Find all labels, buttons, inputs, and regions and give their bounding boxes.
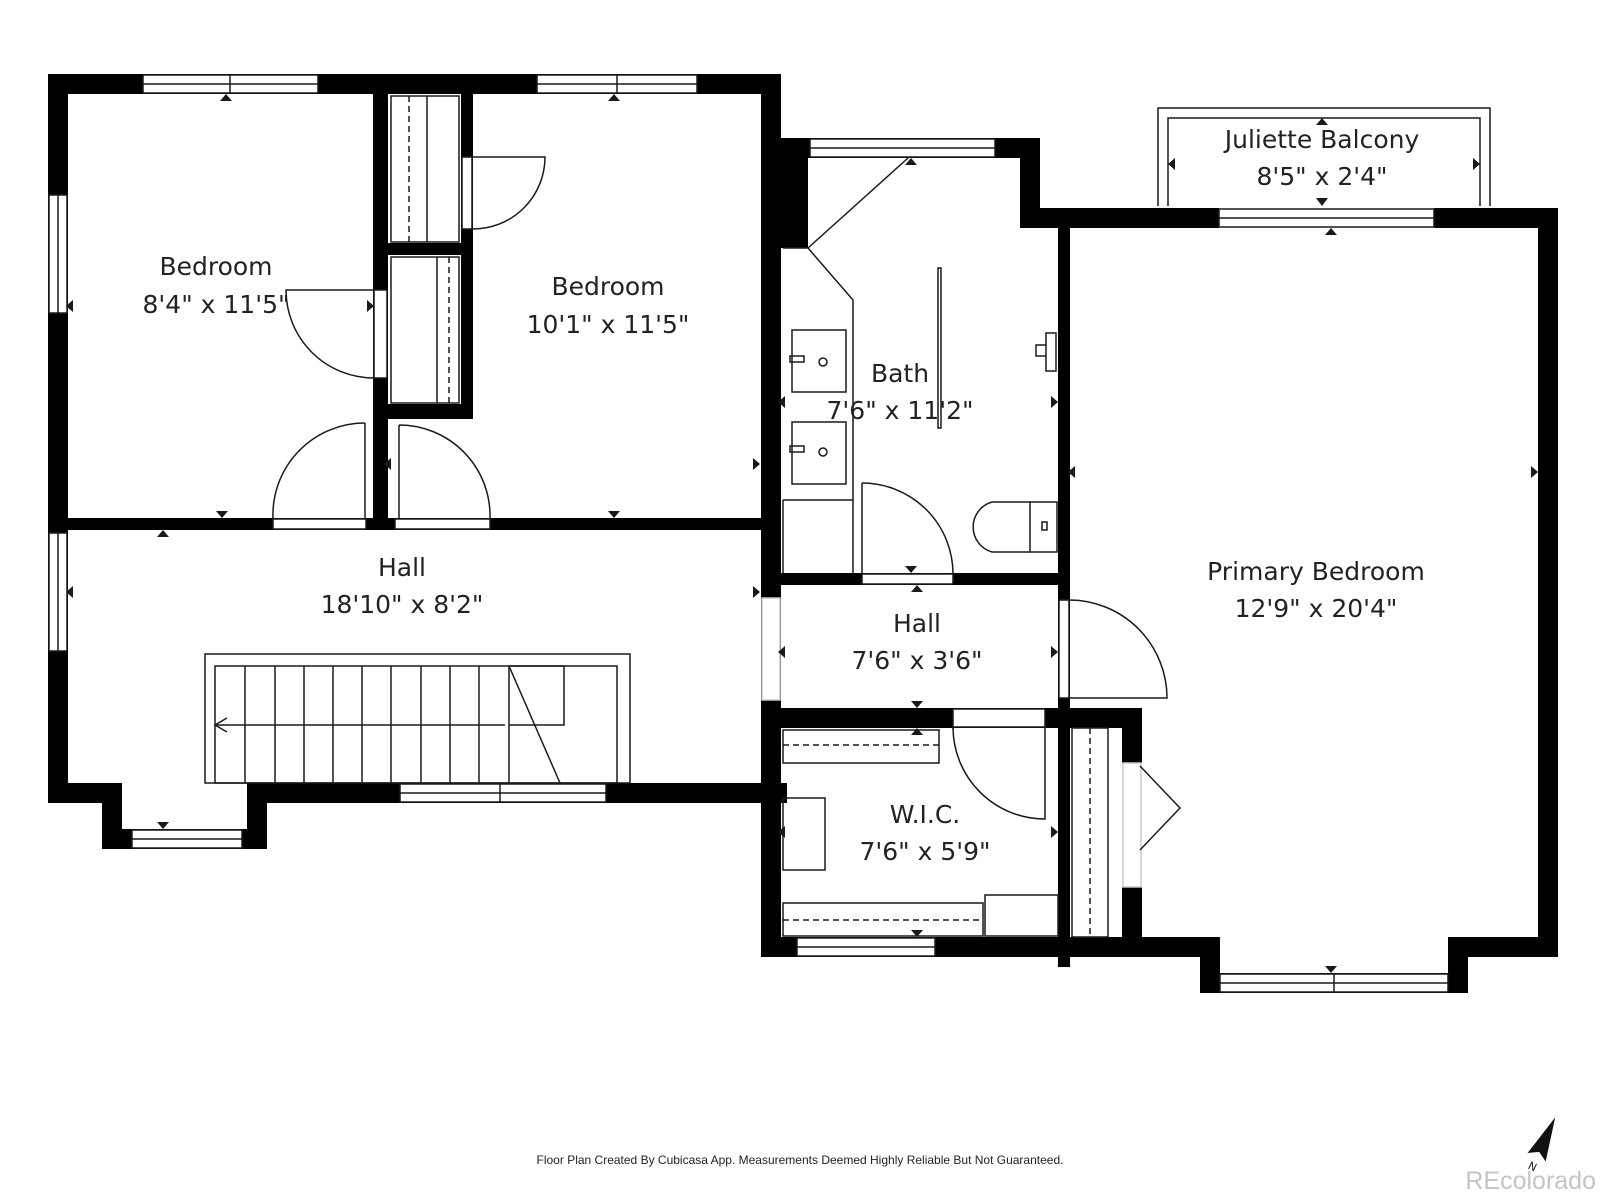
closets bbox=[390, 95, 1109, 938]
room-dim-wic: 7'6" x 5'9" bbox=[859, 837, 990, 866]
room-labels: Bedroom 8'4" x 11'5" Bedroom 10'1" x 11'… bbox=[143, 125, 1425, 866]
balcony-railing bbox=[1157, 107, 1491, 206]
room-dim-hall-small: 7'6" x 3'6" bbox=[851, 646, 982, 675]
wall-left bbox=[48, 74, 68, 803]
room-dim-bedroom-middle: 10'1" x 11'5" bbox=[527, 310, 690, 339]
room-dim-primary-bedroom: 12'9" x 20'4" bbox=[1235, 594, 1398, 623]
dimension-markers bbox=[66, 94, 1538, 973]
room-name-hall-small: Hall bbox=[893, 609, 941, 638]
windows bbox=[48, 74, 1449, 993]
room-name-wic: W.I.C. bbox=[890, 800, 961, 829]
room-dim-bedroom-left: 8'4" x 11'5" bbox=[143, 290, 290, 319]
room-dim-bath: 7'6" x 11'2" bbox=[827, 396, 974, 425]
room-dim-hall-main: 18'10" x 8'2" bbox=[321, 590, 484, 619]
doors bbox=[272, 156, 1182, 851]
room-dim-juliette-balcony: 8'5" x 2'4" bbox=[1256, 162, 1387, 191]
room-name-primary-bedroom: Primary Bedroom bbox=[1207, 557, 1425, 586]
room-name-hall-main: Hall bbox=[378, 553, 426, 582]
room-name-bath: Bath bbox=[871, 359, 929, 388]
room-name-juliette-balcony: Juliette Balcony bbox=[1223, 125, 1420, 154]
bath-fixtures bbox=[782, 157, 1058, 573]
stairs bbox=[204, 653, 631, 784]
room-name-bedroom-middle: Bedroom bbox=[551, 272, 664, 301]
footer-disclaimer: Floor Plan Created By Cubicasa App. Meas… bbox=[536, 1153, 1064, 1167]
watermark-logo: REcolorado bbox=[1465, 1167, 1596, 1195]
room-name-bedroom-left: Bedroom bbox=[159, 252, 272, 281]
